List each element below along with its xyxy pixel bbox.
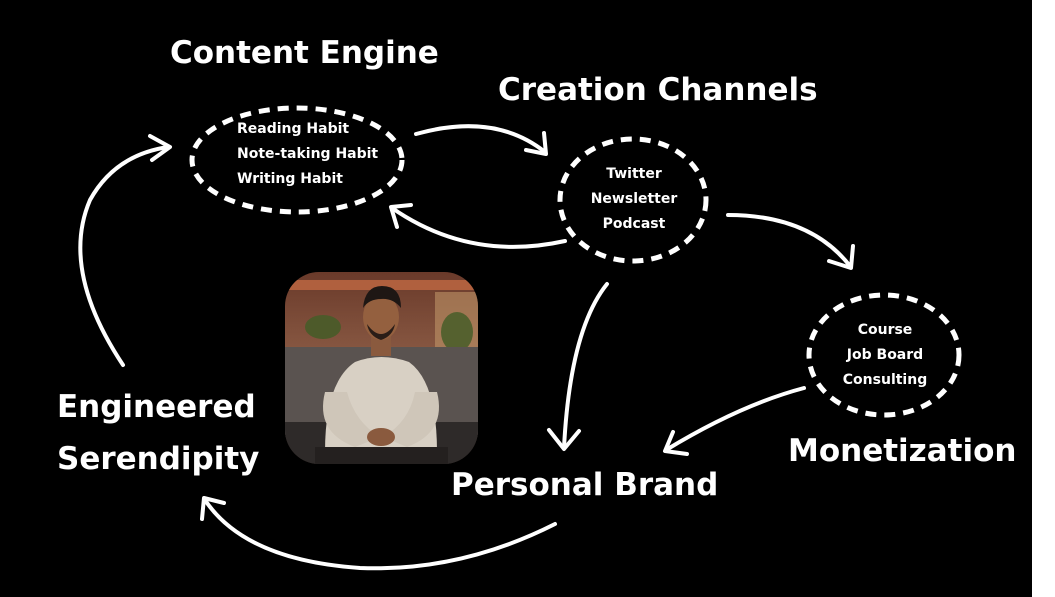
monetization-item: Job Board [846, 347, 924, 363]
diagram-canvas: Content Engine Creation Channels Monetiz… [0, 0, 1032, 597]
creation-channels-outline [557, 136, 709, 264]
content-engine-item: Note-taking Habit [237, 146, 379, 162]
creation-channels-items: Twitter Newsletter Podcast [573, 162, 695, 237]
creation-channel-item: Newsletter [590, 191, 678, 207]
title-creation-channels: Creation Channels [498, 72, 818, 108]
arrow-channels-to-monetization [726, 213, 855, 270]
title-engineered-serendipity: Engineered Serendipity [57, 389, 260, 477]
content-engine-item: Reading Habit [237, 121, 350, 137]
flow-diagram [78, 105, 962, 571]
title-personal-brand: Personal Brand [451, 467, 719, 503]
monetization-item: Course [857, 322, 913, 338]
monetization-items: Course Job Board Consulting [824, 318, 946, 393]
creation-channel-item: Podcast [602, 216, 666, 232]
arrow-channels-to-brand [547, 282, 609, 451]
arrow-brand-to-serendipity [200, 496, 557, 571]
monetization-item: Consulting [842, 372, 928, 388]
monetization-outline [806, 292, 962, 418]
arrow-content-to-channels [414, 124, 548, 156]
content-engine-items: Reading Habit Note-taking Habit Writing … [237, 117, 378, 192]
title-engineered-serendipity-line2: Serendipity [57, 440, 260, 477]
title-engineered-serendipity-line1: Engineered [57, 389, 256, 425]
arrow-channels-to-content [389, 203, 567, 249]
content-engine-outline [189, 105, 405, 215]
title-monetization: Monetization [788, 433, 1017, 469]
content-engine-item: Writing Habit [237, 171, 343, 187]
title-content-engine: Content Engine [170, 35, 439, 71]
creation-channel-item: Twitter [606, 166, 662, 182]
arrow-monetization-to-brand [663, 386, 806, 456]
arrow-serendipity-to-content [78, 134, 172, 367]
portrait-photo [285, 272, 478, 464]
